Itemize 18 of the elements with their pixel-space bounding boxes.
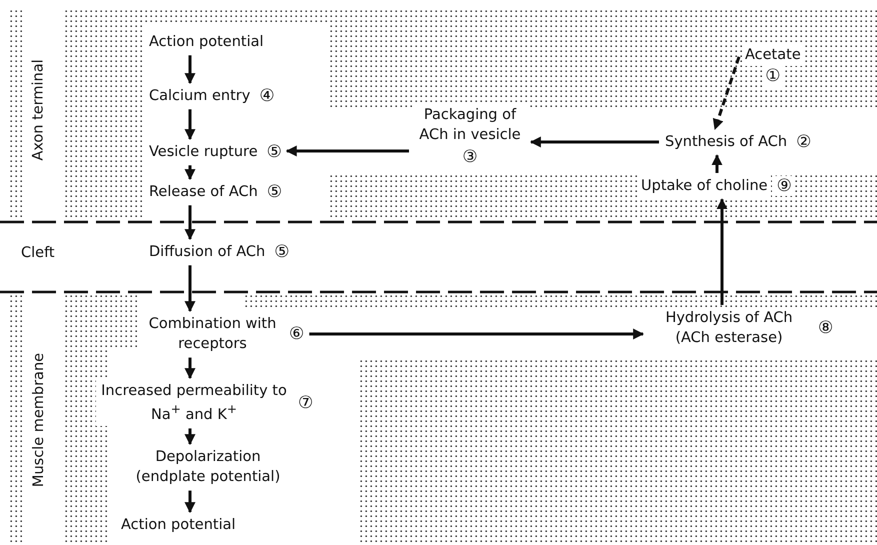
arrow	[712, 154, 722, 173]
arrow	[184, 205, 196, 240]
arrow	[286, 146, 409, 156]
step-number: ①	[763, 66, 782, 87]
arrow	[184, 165, 196, 180]
arrow	[184, 55, 196, 84]
arrow	[184, 109, 196, 140]
arrow	[184, 490, 196, 514]
step-number: ⑨	[774, 176, 794, 196]
step-text: Acetate	[742, 44, 804, 66]
arrow	[184, 358, 196, 380]
arrow	[184, 265, 196, 312]
arrow	[716, 198, 728, 305]
arrow	[184, 428, 196, 446]
arrow	[530, 136, 659, 148]
arrow	[309, 328, 644, 340]
arrow	[712, 56, 740, 130]
step-text: Uptake of choline	[638, 175, 771, 198]
